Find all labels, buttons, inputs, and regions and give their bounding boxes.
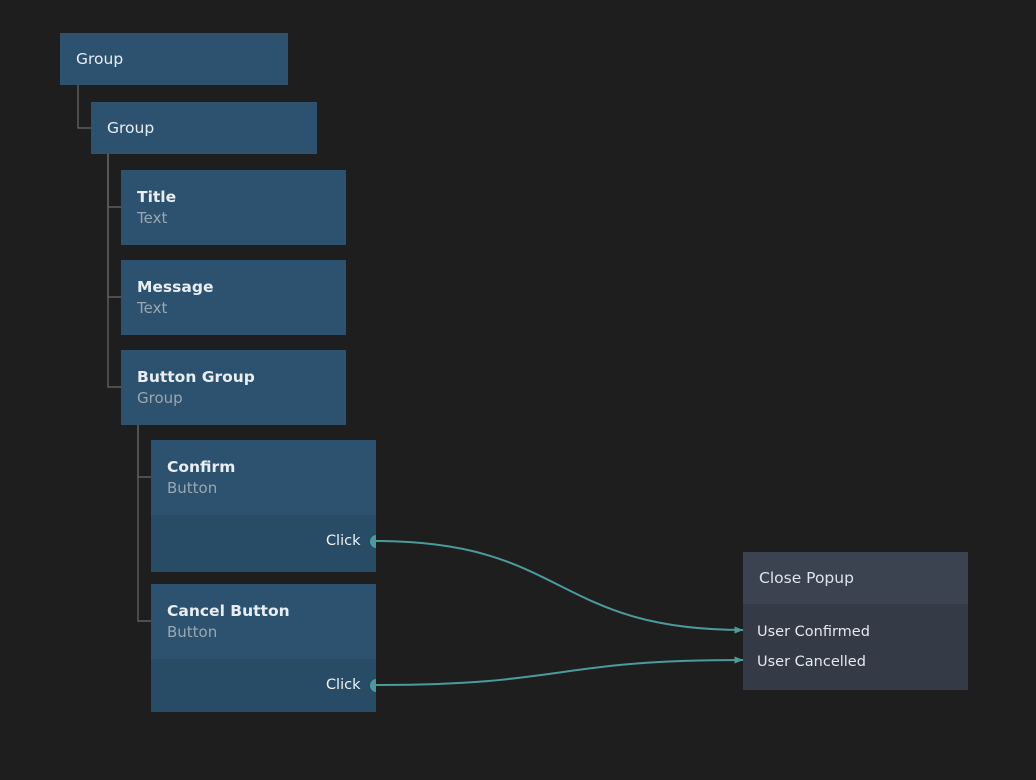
node-header[interactable]: Close Popup [743, 552, 968, 604]
node-title: Group [107, 119, 155, 137]
node-body: Click [151, 515, 376, 572]
input-port-row[interactable]: User Cancelled [743, 647, 968, 677]
tree-link [107, 154, 121, 208]
output-port-dot[interactable] [369, 534, 376, 548]
connection-edge[interactable] [375, 656, 744, 686]
node-subtitle: Text [137, 299, 168, 317]
connection-edge[interactable] [375, 540, 744, 634]
node-title: Confirm [167, 458, 236, 476]
output-port-row[interactable]: Click [326, 676, 376, 694]
tree-link [107, 154, 121, 388]
node-title: Message [137, 278, 214, 296]
node-subtitle: Text [137, 209, 168, 227]
tree-link [107, 154, 121, 298]
input-port-row[interactable]: User Confirmed [743, 617, 968, 647]
input-port-label: User Confirmed [757, 624, 870, 640]
node-title: Button Group [137, 368, 255, 386]
node-title: Group [76, 50, 124, 68]
output-port-label: Click [325, 533, 361, 549]
node-group-root[interactable]: Group [60, 33, 288, 85]
tree-link [77, 85, 91, 129]
node-subtitle: Group [137, 389, 183, 407]
node-body: Click [151, 659, 376, 712]
node-header[interactable]: Group [60, 33, 288, 85]
node-title: Title [137, 188, 177, 206]
output-port-label: Click [325, 677, 361, 693]
node-header[interactable]: Group [91, 102, 317, 154]
node-subtitle: Button [167, 479, 218, 497]
tree-link [137, 425, 151, 478]
node-title: Cancel Button [167, 602, 290, 620]
tree-link [137, 425, 151, 622]
node-subtitle: Button [167, 623, 218, 641]
output-port-dot[interactable] [369, 678, 376, 692]
node-title: Close Popup [759, 569, 854, 587]
input-port-label: User Cancelled [757, 654, 866, 670]
node-group-child[interactable]: Group [91, 102, 317, 154]
output-port-row[interactable]: Click [326, 532, 376, 550]
